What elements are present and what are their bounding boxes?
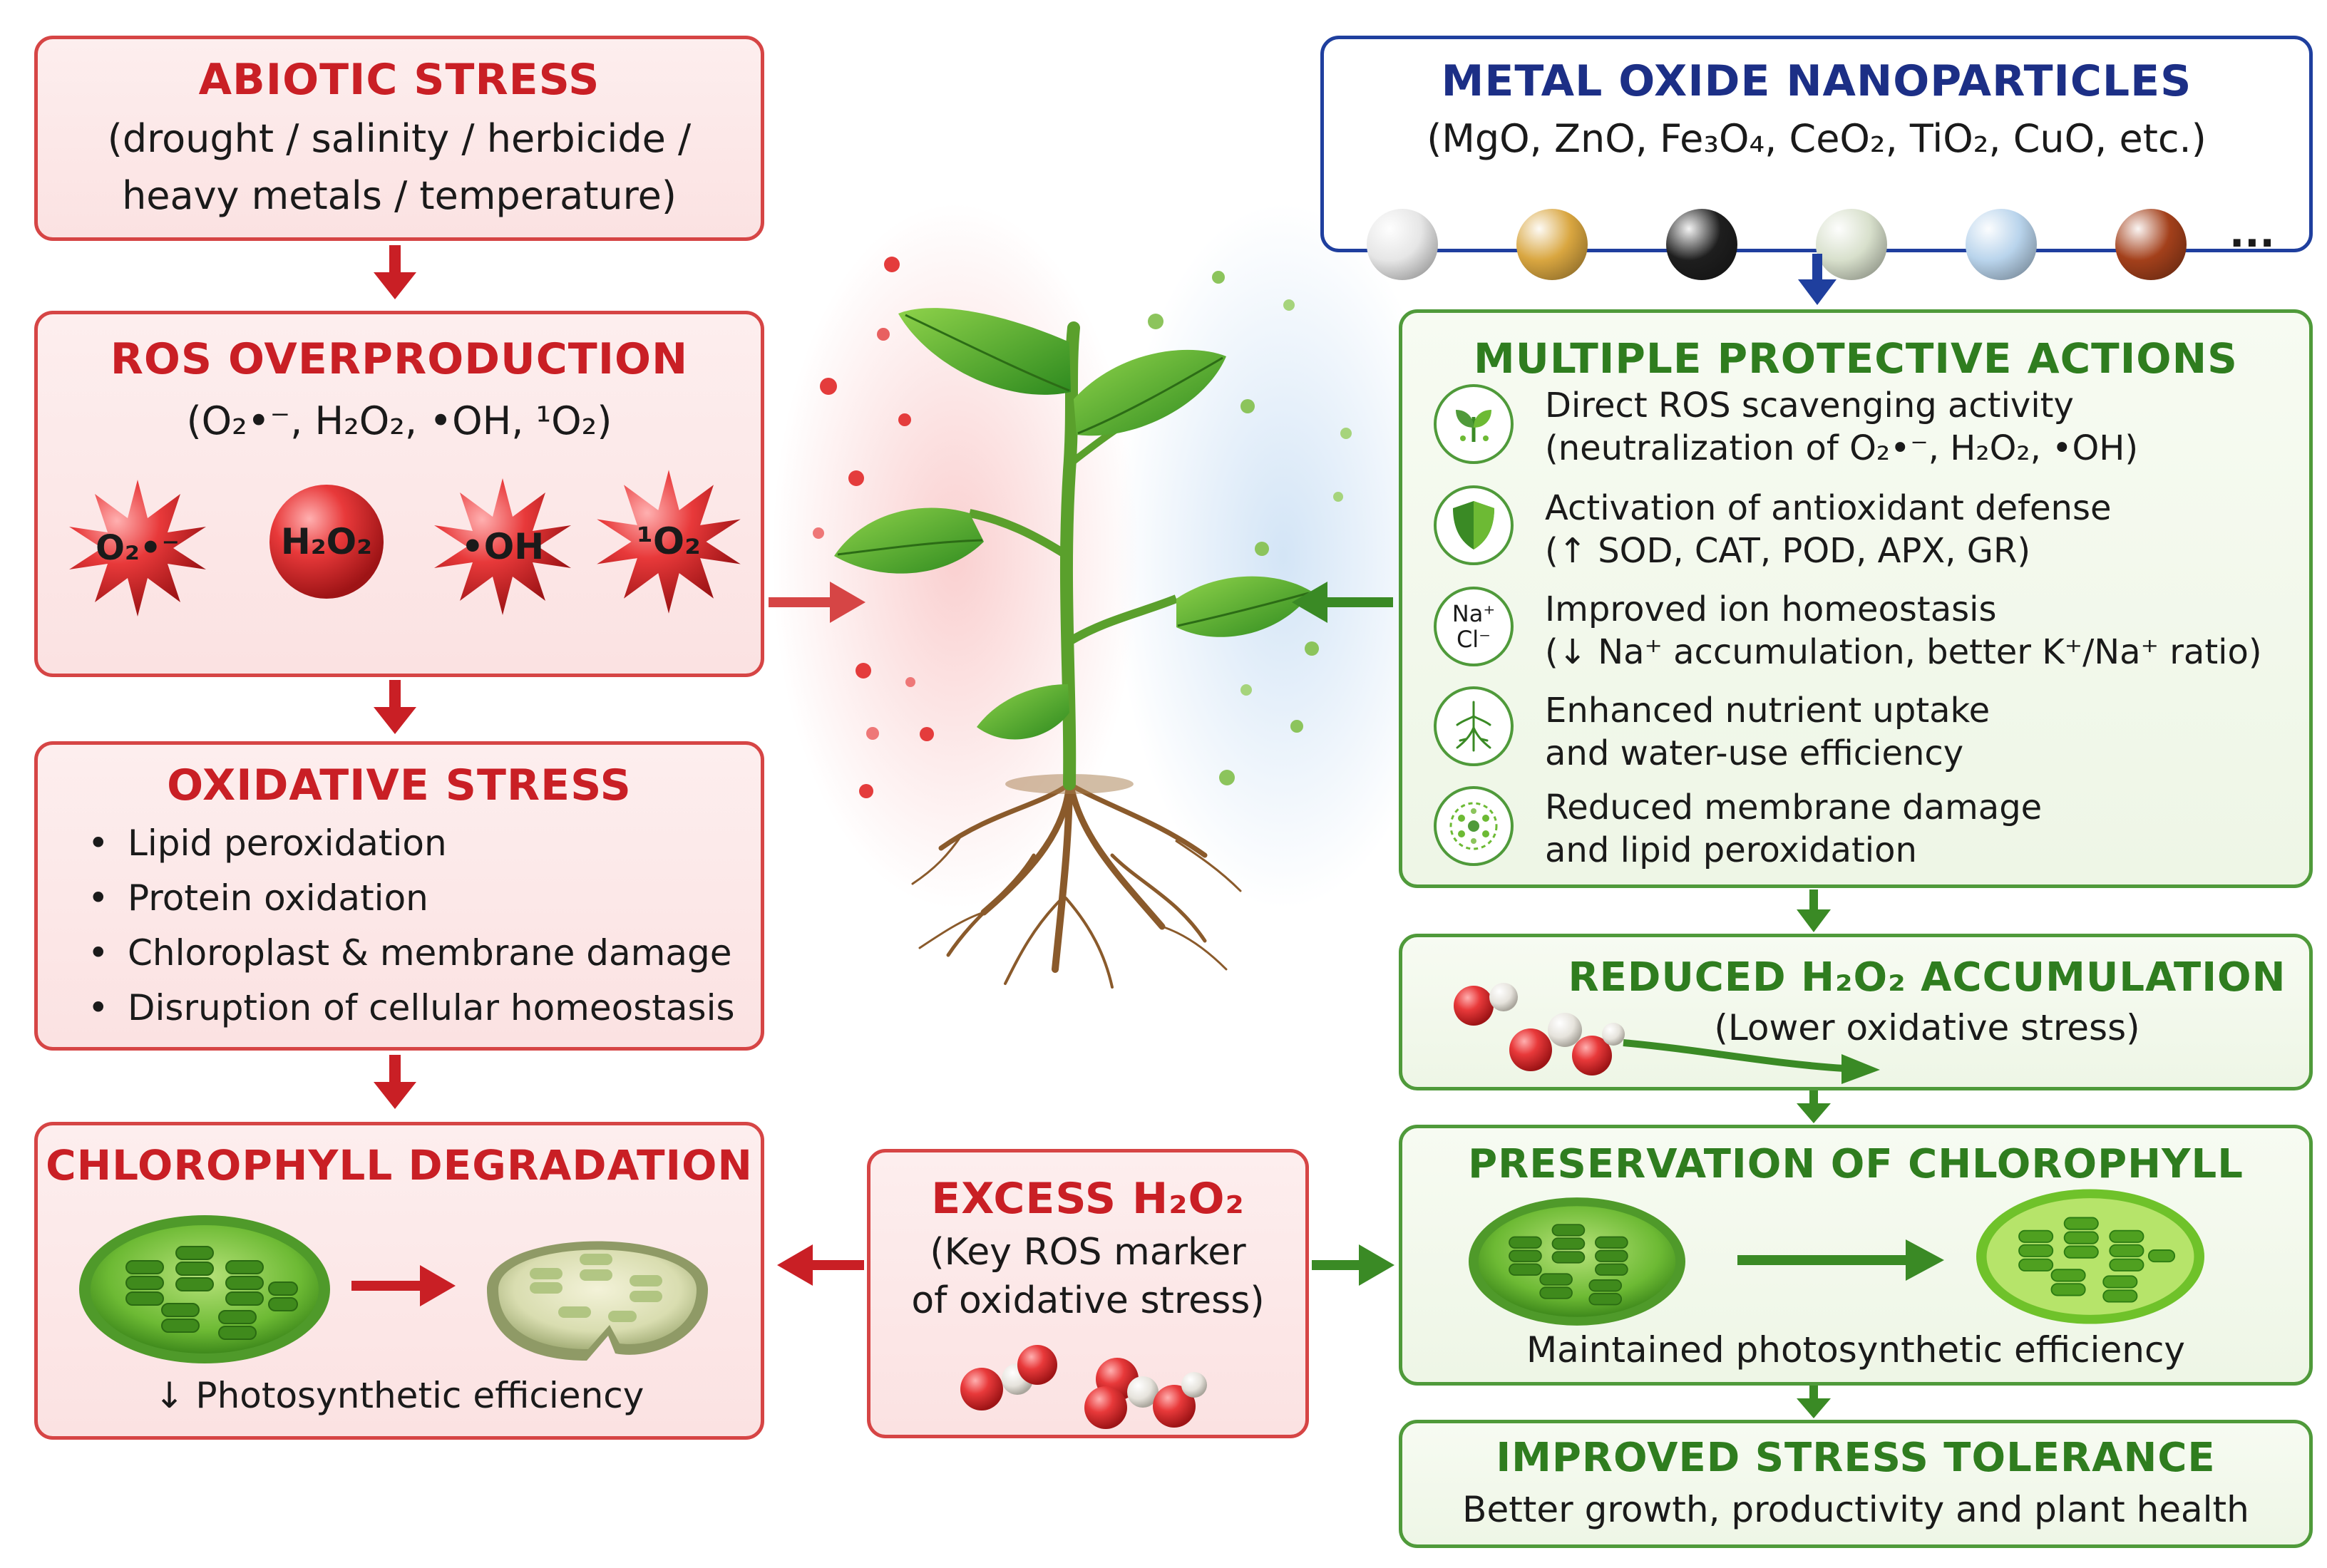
preservation-box: PRESERVATION OF CHLOROPHYLL Maintained p… [1399,1125,2313,1386]
nanoparticle-sphere-icon [1966,209,2037,280]
nanoparticle-sphere-icon [2115,209,2187,280]
lowering-arrow [1623,1039,1880,1084]
damaged-chloroplast-icon [487,1241,708,1361]
reduced-photosynthesis-caption: ↓ Photosynthetic efficiency [154,1375,644,1416]
preservation-title: PRESERVATION OF CHLOROPHYLL [1468,1141,2244,1187]
chlorophyll-degradation-box: CHLOROPHYLL DEGRADATION ↓ Photosynthetic… [34,1122,764,1440]
reduced-h2o2-sub: (Lower oxidative stress) [1714,1007,2140,1048]
arrow-down-1 [374,245,416,299]
more-nanoparticles: ... [2229,210,2275,257]
improved-tolerance-box: IMPROVED STRESS TOLERANCE Better growth,… [1399,1420,2313,1548]
hydrogen-peroxide-sphere: H₂O₂ [267,483,386,601]
action-nutrient-uptake: Enhanced nutrient uptake and water-use e… [1545,691,1990,773]
na-cl-ion-icon: Na⁺ Cl⁻ [1434,587,1514,666]
protective-actions-title: MULTIPLE PROTECTIVE ACTIONS [1474,334,2238,383]
arrow-down-blue [1798,254,1837,305]
preserved-chloroplast-icon [1976,1189,2204,1324]
preservation-arrow [1737,1239,1944,1281]
healthy-chloroplast-icon [79,1215,330,1363]
protective-actions-box: MULTIPLE PROTECTIVE ACTIONS Direct ROS s… [1399,309,2313,888]
maintained-photosynthesis-caption: Maintained photosynthetic efficiency [1526,1329,2186,1371]
arrow-down-3 [374,1055,416,1109]
reduced-h2o2-box: REDUCED H₂O₂ ACCUMULATION (Lower oxidati… [1399,934,2313,1090]
degradation-arrow [351,1265,456,1306]
nanoparticle-sphere-icon [1816,209,1887,280]
arrow-down-green-2 [1797,1090,1831,1123]
nanoparticles-list: (MgO, ZnO, Fe₃O₄, CeO₂, TiO₂, CuO, etc.) [1427,116,2207,161]
abiotic-stress-title: ABIOTIC STRESS [198,55,600,105]
excess-h2o2-line1: (Key ROS marker [930,1231,1246,1274]
hydroxyl-radical-burst: •OH [431,475,574,618]
list-item: Lipid peroxidation [88,816,735,871]
nanoparticles-title: METAL OXIDE NANOPARTICLES [1441,56,2192,106]
root-icon [1434,686,1514,766]
shield-icon [1434,485,1514,565]
chlorophyll-degradation-title: CHLOROPHYLL DEGRADATION [46,1141,753,1190]
arrow-down-2 [374,680,416,734]
leaf-scavenging-icon [1434,384,1514,464]
h2o2-molecule-icon [960,1345,1207,1429]
ros-overproduction-box: ROS OVERPRODUCTION (O₂•⁻, H₂O₂, •OH, ¹O₂… [34,311,764,677]
plant-illustration [834,308,1312,989]
improved-tolerance-title: IMPROVED STRESS TOLERANCE [1496,1435,2216,1481]
abiotic-stress-line1: (drought / salinity / herbicide / [107,116,692,161]
ros-title: ROS OVERPRODUCTION [110,334,689,384]
excess-h2o2-box: EXCESS H₂O₂ (Key ROS marker of oxidative… [867,1149,1309,1438]
reduced-h2o2-title: REDUCED H₂O₂ ACCUMULATION [1568,954,2286,1001]
abiotic-stress-line2: heavy metals / temperature) [122,173,677,218]
list-item: Protein oxidation [88,871,735,926]
list-item: Disruption of cellular homeostasis [88,981,735,1036]
arrow-down-green-1 [1797,889,1831,932]
list-item: Chloroplast & membrane damage [88,926,735,981]
oxidative-stress-box: OXIDATIVE STRESS Lipid peroxidation Prot… [34,741,764,1051]
singlet-oxygen-burst: ¹O₂ [594,467,744,617]
abiotic-stress-box: ABIOTIC STRESS (drought / salinity / her… [34,36,764,241]
arrow-to-preservation [1312,1244,1394,1286]
excess-h2o2-line2: of oxidative stress) [911,1279,1265,1322]
protection-glow [1112,200,1454,912]
excess-h2o2-title: EXCESS H₂O₂ [931,1174,1245,1224]
arrow-ros-to-plant [769,582,865,623]
action-ros-scavenging: Direct ROS scavenging activity (neutrali… [1545,386,2139,468]
healthy-chloroplast-icon [1469,1197,1685,1326]
arrow-protection-to-plant [1292,582,1393,623]
improved-tolerance-sub: Better growth, productivity and plant he… [1462,1489,2249,1530]
membrane-icon [1434,786,1514,866]
nanoparticle-sphere-icon [1516,209,1588,280]
action-ion-homeostasis: Improved ion homeostasis (↓ Na⁺ accumula… [1545,589,2262,672]
superoxide-burst: O₂•⁻ [66,477,209,619]
oxidative-stress-title: OXIDATIVE STRESS [167,760,632,810]
ros-species-line: (O₂•⁻, H₂O₂, •OH, ¹O₂) [186,398,612,443]
action-membrane-protection: Reduced membrane damage and lipid peroxi… [1545,788,2043,870]
nanoparticle-sphere-icon [1666,209,1737,280]
oxidative-stress-list: Lipid peroxidation Protein oxidation Chl… [88,816,735,1036]
nanoparticle-sphere-icon [1367,209,1438,280]
action-antioxidant-defense: Activation of antioxidant defense (↑ SOD… [1545,488,2112,571]
nanoparticles-box: METAL OXIDE NANOPARTICLES (MgO, ZnO, Fe₃… [1320,36,2313,280]
arrow-to-chlorophyll-degradation [777,1244,864,1286]
arrow-down-green-3 [1797,1386,1831,1418]
h2o2-molecule-icon [1454,983,1625,1076]
